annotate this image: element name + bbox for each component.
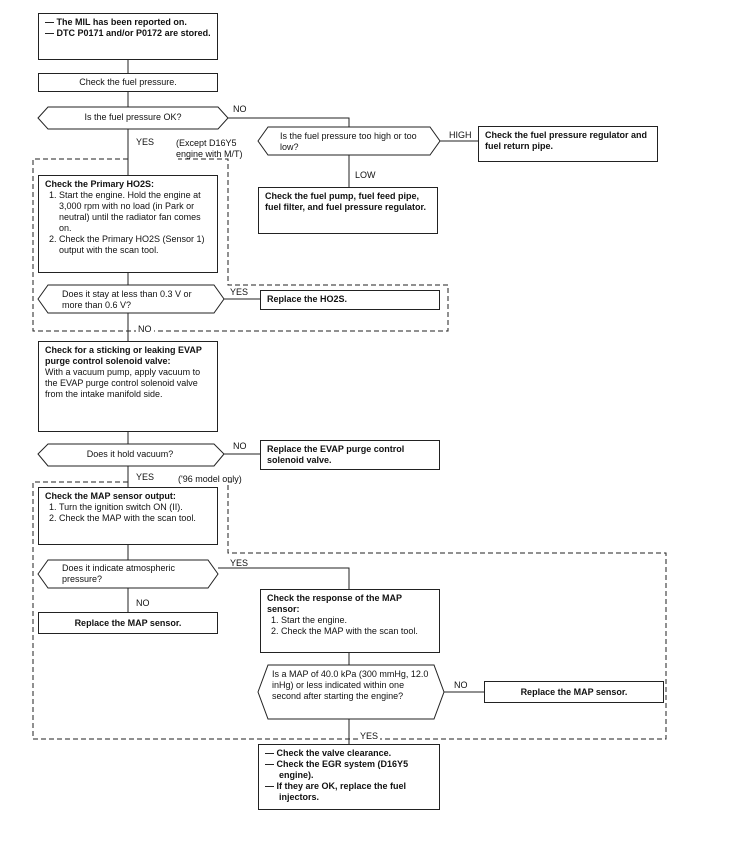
map-response-box: Check the response of the MAP sensor: St… [260,589,440,653]
map-output-step: Turn the ignition switch ON (II). [59,502,211,513]
final-bullet: — Check the valve clearance. [265,748,392,758]
check-fuel-pressure-box: Check the fuel pressure. [38,73,218,92]
evap-check-body: With a vacuum pump, apply vacuum to the … [45,367,201,399]
label-low: LOW [355,170,376,180]
decision-hold-vacuum: Does it hold vacuum? [86,449,174,459]
ho2s-check-title: Check the Primary HO2S: [45,179,155,189]
replace-map-box-1: Replace the MAP sensor. [38,612,218,634]
label-yes: YES [230,558,249,568]
ho2s-step: Start the engine. Hold the engine at 3,0… [59,190,211,234]
map-output-title: Check the MAP sensor output: [45,491,176,501]
label-no: NO [233,441,247,451]
start-bullet: — The MIL has been reported on. [45,17,187,27]
label-yes: YES [230,287,249,297]
label-high: HIGH [449,130,472,140]
ho2s-step: Check the Primary HO2S (Sensor 1) output… [59,234,211,256]
regulator-box: Check the fuel pressure regulator and fu… [478,126,658,162]
final-bullet: — Check the EGR system (D16Y5 engine). [265,759,409,780]
evap-check-box: Check for a sticking or leaking EVAP pur… [38,341,218,432]
final-bullet: — If they are OK, replace the fuel injec… [265,781,407,802]
evap-check-title: Check for a sticking or leaking EVAP pur… [45,345,202,366]
start-bullet: — DTC P0171 and/or P0172 are stored. [45,28,211,38]
map-response-title: Check the response of the MAP sensor: [267,593,402,614]
label-no: NO [136,324,154,334]
label-yes: YES [136,472,155,482]
map-response-step: Check the MAP with the scan tool. [281,626,433,637]
fuel-pump-box: Check the fuel pump, fuel feed pipe, fue… [258,187,438,234]
replace-ho2s-box: Replace the HO2S. [260,290,440,310]
map-output-box: Check the MAP sensor output: Turn the ig… [38,487,218,545]
label-96-model: ('96 model only) [178,474,242,484]
start-box: — The MIL has been reported on. — DTC P0… [38,13,218,60]
replace-evap-box: Replace the EVAP purge control solenoid … [260,440,440,470]
map-output-step: Check the MAP with the scan tool. [59,513,211,524]
decision-too-high-low: Is the fuel pressure too high or too low… [280,131,417,152]
decision-voltage: Does it stay at less than 0.3 V or more … [62,289,192,310]
label-except-d16y5: (Except D16Y5 engine with M/T) [176,138,243,159]
ho2s-check-box: Check the Primary HO2S: Start the engine… [38,175,218,273]
decision-atmospheric: Does it indicate atmospheric pressure? [62,563,176,584]
map-response-step: Start the engine. [281,615,433,626]
label-yes: YES [358,731,381,741]
final-box: — Check the valve clearance. — Check the… [258,744,440,810]
label-no: NO [454,680,468,690]
label-yes: YES [136,137,155,147]
label-no: NO [233,104,247,114]
replace-map-box-2: Replace the MAP sensor. [484,681,664,703]
decision-map-40: Is a MAP of 40.0 kPa (300 mmHg, 12.0 inH… [272,669,429,701]
label-no: NO [136,598,150,608]
decision-fuel-ok: Is the fuel pressure OK? [84,112,182,122]
